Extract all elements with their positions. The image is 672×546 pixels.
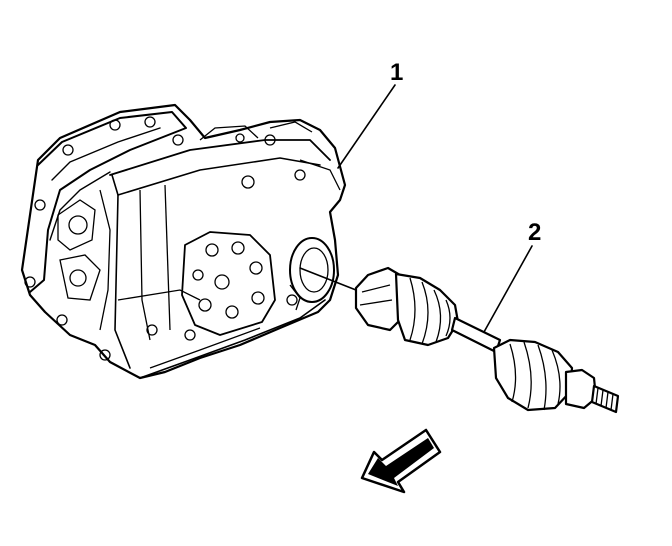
- install-guide-line: [299, 267, 357, 291]
- callout-2-leader: [483, 245, 533, 333]
- callout-2-label: 2: [528, 219, 541, 246]
- callout-1: 1: [337, 59, 403, 169]
- arrow-down-left-icon: [360, 428, 442, 494]
- drive-axle-shaft-icon: [354, 266, 620, 414]
- callout-2: 2: [483, 219, 541, 333]
- callout-1-leader: [337, 84, 396, 169]
- callout-1-label: 1: [390, 59, 403, 86]
- transaxle-assembly-icon: [20, 103, 347, 380]
